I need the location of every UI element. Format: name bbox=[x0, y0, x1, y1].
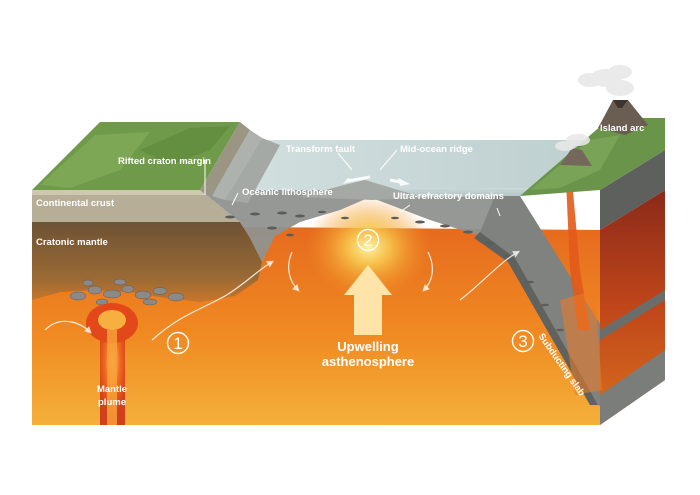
label-asthenosphere: asthenosphere bbox=[322, 354, 414, 369]
marker-1: 1 bbox=[166, 331, 190, 355]
label-rifted-craton-margin: Rifted craton margin bbox=[118, 156, 211, 167]
ocean-surface bbox=[200, 140, 610, 190]
convection-flow-lines bbox=[44, 250, 521, 341]
label-ultra-refractory-domains: Ultra-refractory domains bbox=[393, 191, 504, 202]
volcano bbox=[598, 100, 648, 135]
label-mantle: Mantle bbox=[97, 384, 127, 395]
volcano-small bbox=[560, 148, 592, 166]
marker-2: 2 bbox=[356, 228, 380, 252]
ridge-crest bbox=[300, 180, 425, 200]
ultra-refractory-domains bbox=[225, 210, 564, 332]
label-plume: plume bbox=[98, 397, 126, 408]
svg-text:2: 2 bbox=[363, 231, 372, 250]
plate-motion-arrows bbox=[343, 175, 410, 186]
svg-text:1: 1 bbox=[173, 334, 182, 353]
rifted-margin-escarpment bbox=[200, 122, 250, 196]
label-cratonic-mantle: Cratonic mantle bbox=[36, 237, 108, 248]
label-transform-fault: Transform fault bbox=[286, 144, 356, 155]
leader-lines bbox=[204, 149, 501, 217]
svg-text:3: 3 bbox=[518, 332, 527, 351]
label-continental-crust: Continental crust bbox=[36, 198, 115, 209]
upwelling-arrow bbox=[344, 265, 392, 335]
label-mid-ocean-ridge: Mid-ocean ridge bbox=[400, 144, 473, 155]
label-island-arc: Island arc bbox=[600, 123, 644, 134]
label-upwelling: Upwelling bbox=[337, 339, 398, 354]
craton-root-fragments bbox=[69, 278, 185, 306]
continental-crust bbox=[32, 190, 240, 222]
oceanic-lithosphere-left bbox=[200, 190, 368, 262]
arc-magma-conduit bbox=[566, 180, 590, 330]
eruption-plume bbox=[555, 65, 634, 151]
ridge-upwelling-glow bbox=[275, 180, 455, 330]
label-oceanic-lithosphere: Oceanic lithosphere bbox=[242, 187, 333, 198]
marker-3: 3 bbox=[511, 329, 535, 353]
cratonic-mantle bbox=[32, 222, 262, 302]
